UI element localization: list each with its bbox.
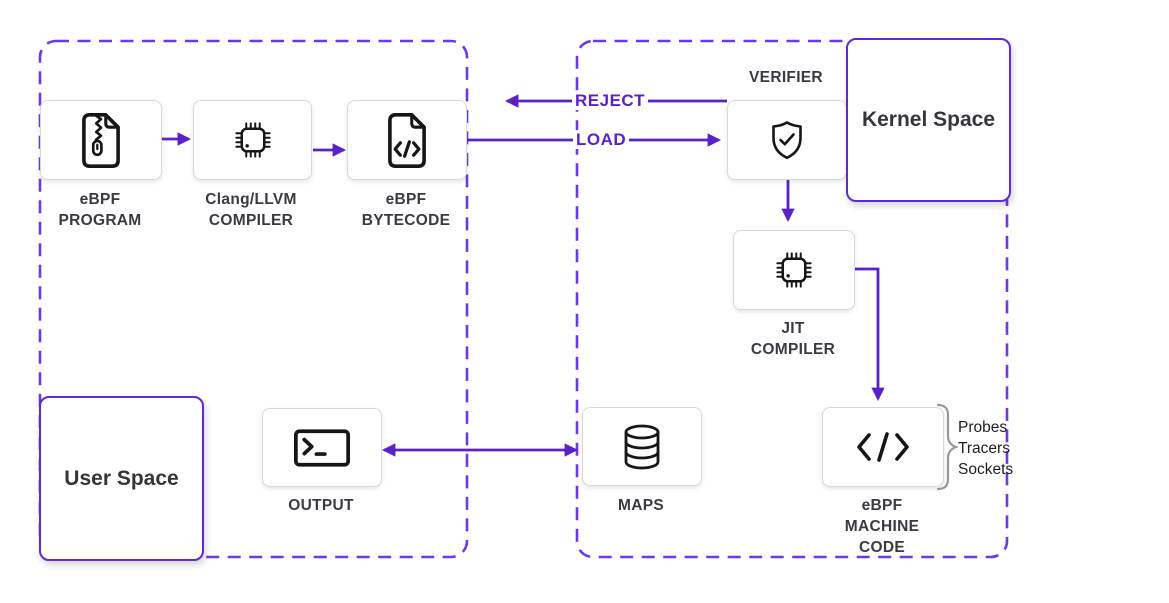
database-icon: [624, 424, 660, 469]
verifier-node: [727, 100, 847, 180]
ebpf-bytecode-node: [347, 100, 467, 180]
ebpf-machine-code-label: eBPF MACHINE CODE: [844, 497, 920, 556]
kernel-space-label: Kernel Space: [861, 108, 996, 131]
ebpf-bytecode-label: eBPF BYTECODE: [361, 191, 451, 229]
code-brackets-icon: [857, 432, 909, 462]
terminal-icon: [294, 428, 350, 467]
reject-edge-label: REJECT: [572, 91, 649, 110]
user-space-region-border: [38, 39, 469, 559]
ebpf-program-label: eBPF PROGRAM: [58, 191, 142, 229]
cpu-chip-icon: [234, 122, 271, 158]
user-space-label-box: User Space: [39, 396, 204, 561]
ebpf-program-node: [40, 100, 162, 180]
output-node: [262, 408, 382, 487]
cpu-chip-icon: [776, 252, 812, 288]
maps-node: [582, 407, 702, 486]
kernel-space-label-box: Kernel Space: [846, 38, 1011, 202]
arrow-jit-to-machine-code: [853, 267, 885, 402]
hook-targets-annotation: Probes Tracers Sockets: [958, 419, 1014, 478]
jit-compiler-node: [733, 230, 855, 310]
load-edge-label: LOAD: [573, 130, 630, 149]
clang-llvm-compiler-node: [193, 100, 312, 180]
code-file-icon: [388, 112, 426, 168]
user-space-label: User Space: [64, 466, 179, 490]
shield-check-icon: [772, 121, 802, 160]
verifier-label: VERIFIER: [749, 69, 823, 86]
brace: [936, 403, 958, 491]
output-label: OUTPUT: [288, 497, 354, 514]
clang-llvm-compiler-label: Clang/LLVM COMPILER: [205, 191, 297, 229]
maps-label: MAPS: [618, 497, 664, 514]
zip-file-icon: [82, 112, 120, 168]
kernel-space-region-border: [575, 39, 1009, 559]
jit-compiler-label: JIT COMPILER: [750, 320, 836, 358]
ebpf-machine-code-node: [822, 407, 944, 487]
